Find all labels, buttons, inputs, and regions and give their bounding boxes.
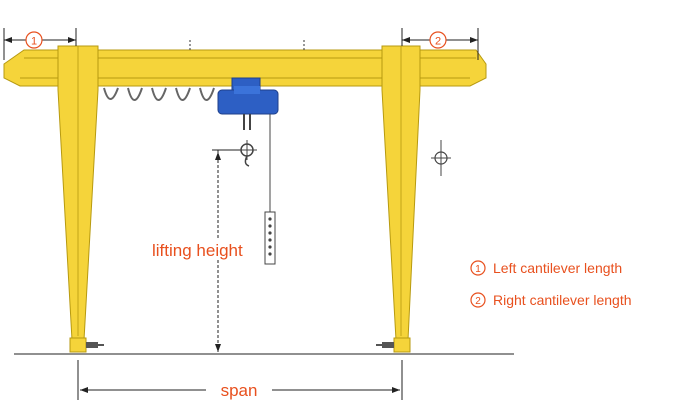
legend-right-text: Right cantilever length (493, 292, 632, 308)
right-cantilever-dimension: 2 (401, 28, 479, 60)
right-wheel-stop (376, 342, 394, 348)
legend-left-marker: 1 (475, 264, 481, 275)
lifting-height-label: lifting height (152, 241, 243, 260)
left-leg (57, 45, 99, 353)
right-leg (381, 45, 421, 353)
right-cantilever-marker: 2 (435, 36, 441, 48)
electric-hoist (217, 77, 279, 212)
span-label: span (221, 381, 258, 400)
legend-item-right: 2 Right cantilever length (470, 292, 632, 308)
pendant-control (264, 211, 276, 265)
festoon-cable (103, 87, 215, 101)
legend-left-text: Left cantilever length (493, 260, 622, 276)
left-cantilever-marker: 1 (31, 36, 37, 48)
reference-hook-icon (431, 140, 451, 176)
legend-right-marker: 2 (475, 296, 481, 307)
hook-block (237, 140, 257, 167)
left-cantilever-dimension: 1 (3, 28, 77, 60)
legend-item-left: 1 Left cantilever length (470, 260, 622, 276)
legend: 1 Left cantilever length 2 Right cantile… (470, 260, 632, 308)
left-wheel-stop (86, 342, 104, 348)
lifting-height-label-bg (148, 238, 260, 260)
span-dimension (77, 360, 403, 400)
